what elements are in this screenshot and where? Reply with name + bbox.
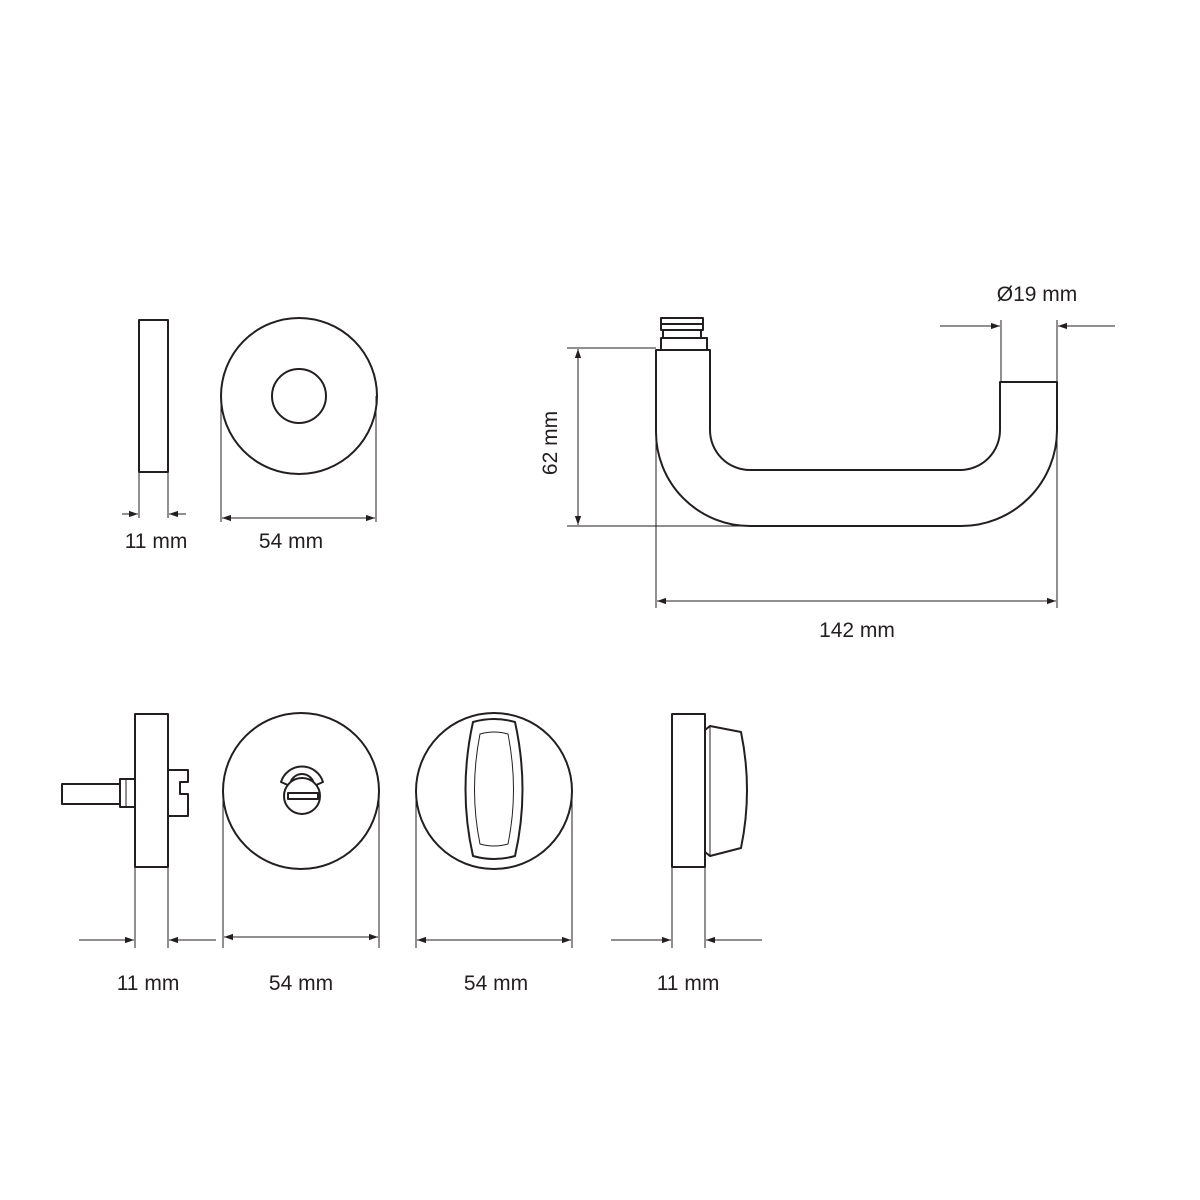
wc-indicator-front-view: 54 mm (222, 712, 380, 995)
wc-spindle-side-view: 11 mm (61, 713, 216, 995)
wc-turn-thickness-label: 11 mm (657, 972, 720, 995)
lever-handle: 62 mm 142 mm Ø19 mm (539, 283, 1115, 642)
lever-length-label: 142 mm (819, 619, 895, 642)
wc-turn-diameter-label: 54 mm (464, 972, 528, 995)
wc-turn-front-view: 54 mm (415, 712, 573, 995)
rosette-side-view: 11 mm (122, 319, 188, 553)
wc-spindle-thickness-label: 11 mm (117, 972, 180, 995)
rosette-front-view: 54 mm (220, 317, 378, 553)
lever-bar-diameter-label: Ø19 mm (997, 283, 1078, 306)
lever-height-label: 62 mm (539, 411, 562, 475)
rosette-thickness-label: 11 mm (125, 530, 188, 553)
rosette-diameter-label: 54 mm (259, 530, 323, 553)
wc-turn-side-view: 11 mm (611, 713, 762, 995)
wc-indicator-diameter-label: 54 mm (269, 972, 333, 995)
